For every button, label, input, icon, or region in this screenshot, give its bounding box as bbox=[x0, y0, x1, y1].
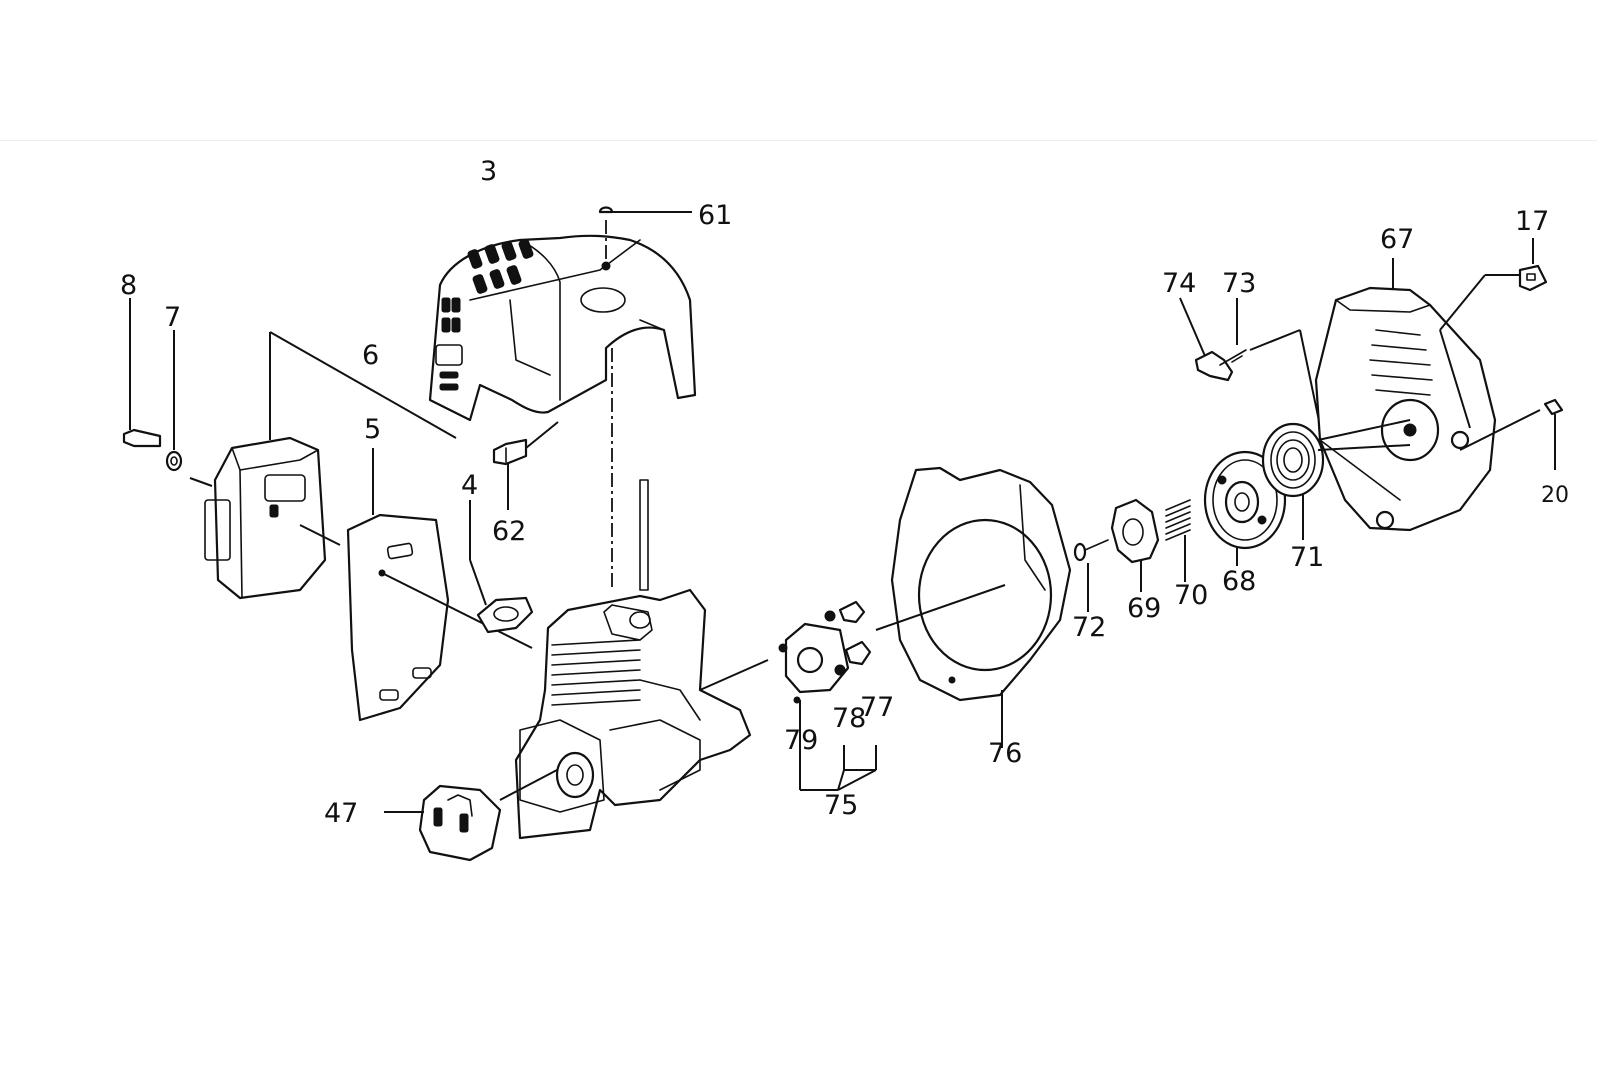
callout-47: 47 bbox=[324, 798, 358, 829]
callout-61: 61 bbox=[698, 200, 732, 231]
part-62-bolt bbox=[492, 421, 559, 510]
part-69-ratchet bbox=[1110, 498, 1160, 592]
part-47-cover bbox=[384, 784, 502, 862]
callout-69: 69 bbox=[1127, 593, 1161, 624]
part-3-engine-cover bbox=[428, 234, 697, 422]
part-76-fan-housing bbox=[875, 466, 1072, 748]
part-4-gasket bbox=[469, 500, 534, 634]
part-20-screw bbox=[1459, 398, 1564, 470]
callout-77: 77 bbox=[860, 692, 894, 723]
callout-76: 76 bbox=[988, 738, 1022, 769]
callout-4: 4 bbox=[461, 470, 478, 501]
callout-79: 79 bbox=[784, 725, 818, 756]
top-divider bbox=[0, 140, 1597, 141]
callout-6: 6 bbox=[362, 340, 379, 371]
callout-3: 3 bbox=[480, 156, 497, 187]
part-72-screw bbox=[1073, 539, 1109, 612]
part-67-starter-case bbox=[1314, 258, 1497, 532]
part-70-spring bbox=[1165, 499, 1191, 582]
callout-8: 8 bbox=[120, 270, 137, 301]
part-75-pawl-assembly bbox=[778, 600, 877, 791]
rope-guide-line bbox=[1249, 329, 1301, 351]
callout-17: 17 bbox=[1515, 206, 1549, 237]
callout-73: 73 bbox=[1222, 268, 1256, 299]
callout-78: 78 bbox=[832, 703, 866, 734]
part-7-washer bbox=[165, 330, 183, 472]
part-17-clip bbox=[1485, 238, 1548, 292]
engine-cylinder-block bbox=[499, 479, 769, 840]
callout-75: 75 bbox=[824, 790, 858, 821]
muffler-assembly bbox=[189, 331, 457, 600]
callout-5: 5 bbox=[364, 414, 381, 445]
callout-62: 62 bbox=[492, 516, 526, 547]
callout-74: 74 bbox=[1162, 268, 1196, 299]
callout-67: 67 bbox=[1380, 224, 1414, 255]
callout-70: 70 bbox=[1174, 580, 1208, 611]
part-8-bolt bbox=[122, 298, 162, 448]
callout-72: 72 bbox=[1072, 612, 1106, 643]
part-61-screw bbox=[598, 206, 692, 214]
callout-68: 68 bbox=[1222, 566, 1256, 597]
callout-20: 20 bbox=[1541, 483, 1569, 508]
callout-71: 71 bbox=[1290, 542, 1324, 573]
part-71-recoil-spring bbox=[1261, 422, 1325, 540]
part-74-starter-handle bbox=[1179, 297, 1247, 382]
part-5-heat-shield bbox=[346, 448, 533, 722]
callout-7: 7 bbox=[164, 302, 181, 333]
